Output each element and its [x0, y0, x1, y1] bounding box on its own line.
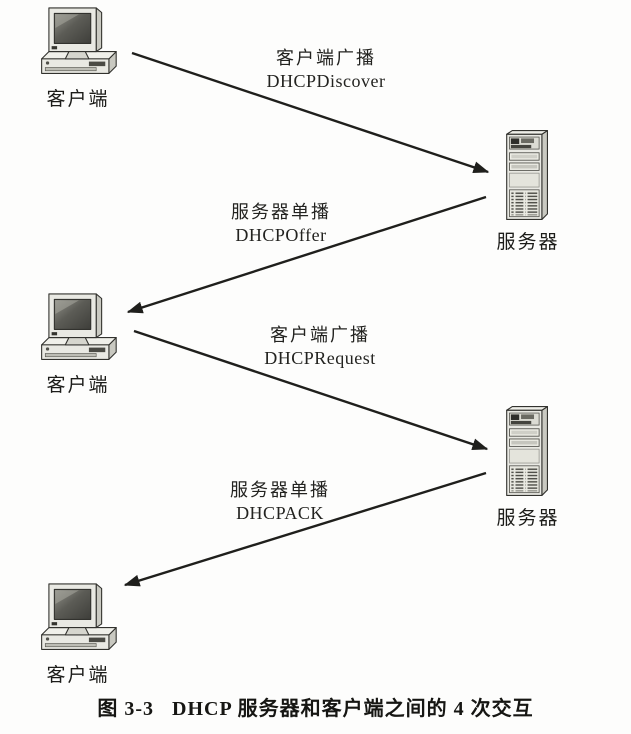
node-label: 客户端 — [46, 89, 110, 110]
node-client-1: 客户端 — [34, 6, 122, 111]
message-line-en: DHCPRequest — [264, 348, 376, 368]
node-client-2: 客户端 — [34, 292, 122, 397]
node-label: 客户端 — [46, 375, 110, 396]
node-label: 客户端 — [46, 665, 110, 686]
message-dhcpdiscover: 客户端广播 DHCPDiscover — [221, 47, 431, 93]
server-tower-icon — [503, 404, 553, 498]
node-label: 服务器 — [496, 508, 560, 529]
node-server-2: 服务器 — [494, 404, 562, 530]
message-line-cn: 服务器单播 — [231, 202, 331, 222]
node-client-3: 客户端 — [34, 582, 122, 687]
message-line-cn: 客户端广播 — [276, 48, 376, 68]
message-dhcprequest: 客户端广播 DHCPRequest — [215, 324, 425, 370]
message-line-en: DHCPOffer — [235, 225, 327, 245]
client-computer-icon — [38, 582, 118, 655]
figure-number: 图 3-3 — [97, 698, 155, 720]
node-server-1: 服务器 — [494, 128, 562, 254]
message-line-cn: 客户端广播 — [270, 325, 370, 345]
client-computer-icon — [38, 6, 118, 79]
message-dhcpack: 服务器单播 DHCPACK — [175, 479, 385, 525]
figure-title: DHCP 服务器和客户端之间的 4 次交互 — [172, 698, 534, 720]
message-line-en: DHCPACK — [236, 503, 324, 523]
node-label: 服务器 — [496, 232, 560, 253]
figure-caption: 图 3-3 DHCP 服务器和客户端之间的 4 次交互 — [0, 692, 631, 721]
message-line-en: DHCPDiscover — [266, 71, 386, 91]
server-tower-icon — [503, 128, 553, 222]
message-dhcpoffer: 服务器单播 DHCPOffer — [176, 201, 386, 247]
client-computer-icon — [38, 292, 118, 365]
message-line-cn: 服务器单播 — [230, 480, 330, 500]
